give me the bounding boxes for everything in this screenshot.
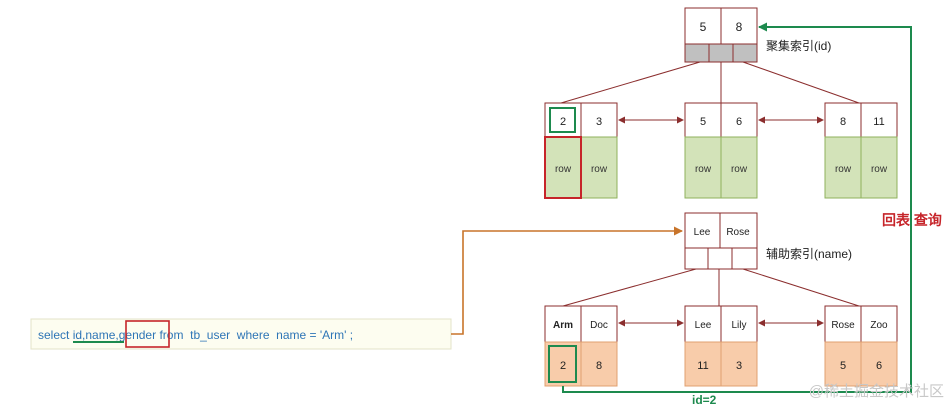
secondary-root-key-2: Rose xyxy=(726,227,750,238)
secondary-leaf-3-key-2: Zoo xyxy=(870,320,888,331)
id-equals-label: id=2 xyxy=(692,393,717,406)
matched-row-highlight xyxy=(544,136,582,199)
secondary-leaf-2: Lee Lily 11 3 xyxy=(684,305,758,387)
clustered-leaf-1-row-1: row xyxy=(555,164,572,175)
clustered-leaf-2-row-2: row xyxy=(731,164,748,175)
clustered-leaf-3-key-1: 8 xyxy=(840,116,846,128)
lookup-back-arrow xyxy=(562,22,912,393)
clustered-root-pointers xyxy=(684,43,758,63)
clustered-leaf-2-key-2: 6 xyxy=(736,116,742,128)
secondary-index-label: 辅助索引(name) xyxy=(766,247,852,261)
sql-gender-column: gender xyxy=(119,328,156,342)
clustered-leaf-2: 5 6 row row xyxy=(684,102,758,199)
secondary-leaf-3-id-2: 6 xyxy=(876,360,882,372)
secondary-leaf-2-id-1: 11 xyxy=(697,360,708,372)
watermark: @稀土掘金技术社区 xyxy=(809,383,944,400)
clustered-leaf-1: 2 3 row row xyxy=(544,102,618,199)
secondary-leaf-1-key-1: Arm xyxy=(553,320,573,331)
clustered-leaf-2-row-1: row xyxy=(695,164,712,175)
gender-column-highlight xyxy=(125,320,170,348)
secondary-leaf-2-id-2: 3 xyxy=(736,360,742,372)
secondary-index-tree: Lee Rose 辅助索引(name) Arm Doc 2 8 Lee Lily xyxy=(544,212,898,387)
clustered-root-key-2: 8 xyxy=(736,20,743,34)
secondary-edge-left xyxy=(562,268,697,307)
sql-query-text: select id,name,gender from tb_user where… xyxy=(38,328,353,342)
matched-key-highlight xyxy=(549,107,576,133)
secondary-leaf-1: Arm Doc 2 8 xyxy=(544,305,618,387)
secondary-leaf-2-key-2: Lily xyxy=(731,320,746,331)
sql-query-rest: from tb_user where name = 'Arm' ; xyxy=(156,328,353,342)
clustered-leaf-2-key-1: 5 xyxy=(700,116,706,128)
clustered-leaf-1-row-2: row xyxy=(591,164,608,175)
secondary-leaf-3: Rose Zoo 5 6 xyxy=(824,305,898,387)
secondary-edge-right xyxy=(742,268,860,307)
clustered-leaf-3-row-2: row xyxy=(871,164,888,175)
secondary-leaf-3-id-1: 5 xyxy=(840,360,846,372)
clustered-root-key-1: 5 xyxy=(700,20,707,34)
secondary-root-node: Lee Rose xyxy=(684,212,758,270)
secondary-root-key-1: Lee xyxy=(694,227,711,238)
clustered-leaf-1-key-2: 3 xyxy=(596,116,602,128)
sql-selected-columns: id,name xyxy=(73,328,116,342)
clustered-root-node: 5 8 xyxy=(684,7,758,63)
secondary-leaf-1-id-2: 8 xyxy=(596,360,602,372)
lookup-back-label: 回表 查询 xyxy=(882,212,942,228)
query-to-secondary-arrow xyxy=(451,226,683,335)
sql-separator: , xyxy=(115,328,118,342)
sql-query-box: select id,name,gender from tb_user where… xyxy=(30,318,452,350)
secondary-leaf-1-key-2: Doc xyxy=(590,320,608,331)
matched-id-highlight xyxy=(548,345,577,383)
secondary-leaf-1-id-1: 2 xyxy=(560,360,566,372)
sql-select-keyword: select xyxy=(38,328,73,342)
clustered-leaf-1-key-1: 2 xyxy=(560,116,566,128)
secondary-leaf-2-key-1: Lee xyxy=(695,320,712,331)
secondary-root-pointers xyxy=(684,247,758,270)
clustered-leaf-3-row-1: row xyxy=(835,164,852,175)
clustered-index-label: 聚集索引(id) xyxy=(766,38,831,53)
clustered-leaf-3: 8 11 row row xyxy=(824,102,898,199)
secondary-leaf-3-key-1: Rose xyxy=(831,320,855,331)
clustered-edge-right xyxy=(742,61,860,104)
clustered-leaf-3-key-2: 11 xyxy=(873,116,884,128)
clustered-index-tree: 5 8 聚集索引(id) 2 3 row row 5 6 xyxy=(544,7,898,199)
clustered-edge-left xyxy=(560,61,701,104)
